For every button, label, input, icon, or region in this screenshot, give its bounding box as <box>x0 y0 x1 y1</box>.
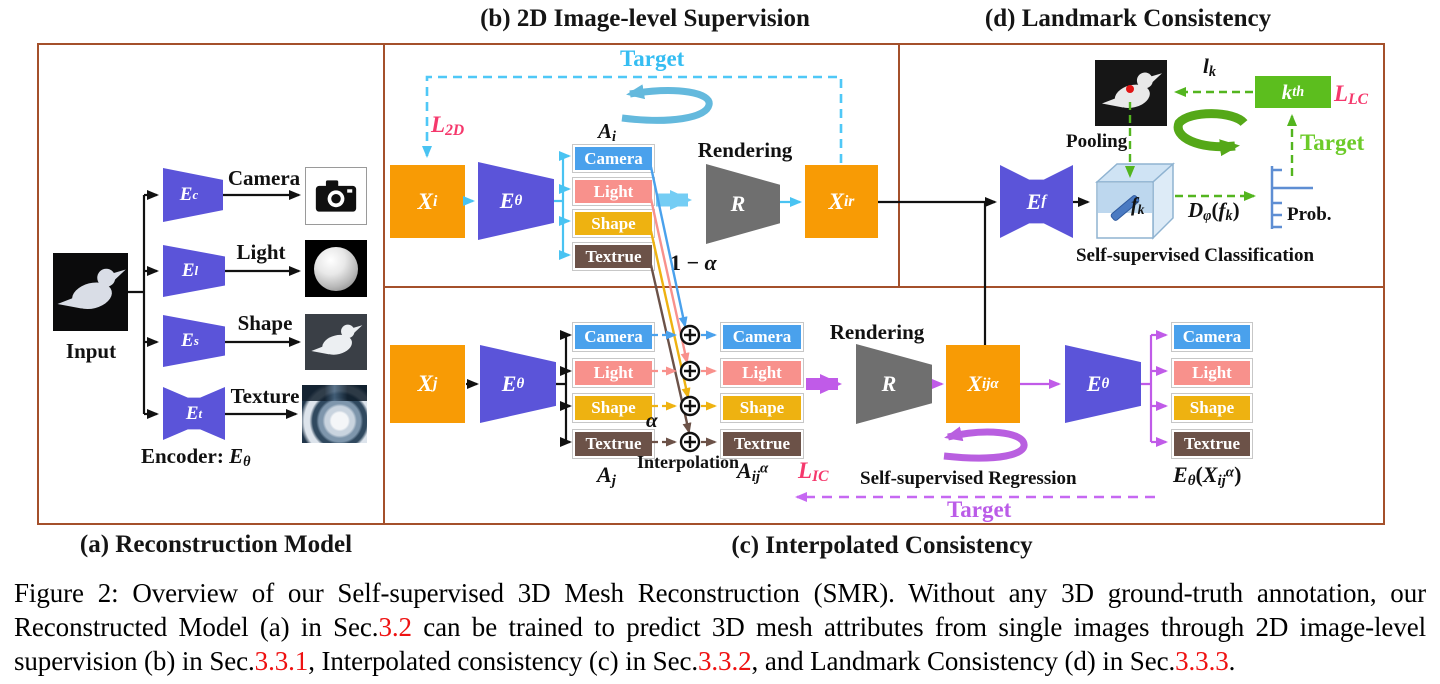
prob-label: Prob. <box>1287 204 1332 225</box>
figure-caption: Figure 2: Overview of our Self-supervise… <box>14 578 1426 676</box>
target-c-label: Target <box>947 497 1012 522</box>
loss-ic-label: LIC <box>798 458 829 486</box>
one-minus-alpha-label: 1 − α <box>670 250 717 275</box>
target-d-label: Target <box>1300 130 1365 155</box>
interpolation-label: Interpolation <box>637 452 740 472</box>
attr-aij-camera: Camera <box>721 323 803 351</box>
bird-icon <box>57 268 126 314</box>
light-row-label: Light <box>236 240 286 264</box>
input-label: Input <box>65 339 117 363</box>
attr-b-light: Light <box>573 178 654 205</box>
camera-row-label: Camera <box>227 166 301 190</box>
etheta-x-label: Eθ(Xijα) <box>1173 462 1242 490</box>
texture-row-label: Texture <box>230 384 300 408</box>
camera-output-image <box>305 167 367 225</box>
aj-label: Aj <box>597 462 616 490</box>
texture-output-image <box>302 385 367 443</box>
encoder-caption: Encoder: Eθ <box>141 444 251 471</box>
attr-out-camera: Camera <box>1172 323 1252 351</box>
texture-band <box>302 385 367 401</box>
rendering-b-label: Rendering <box>697 138 793 162</box>
feature-cube: fk <box>1093 160 1175 242</box>
panel-d-title: (d) Landmark Consistency <box>984 5 1272 32</box>
ai-label: Ai <box>598 119 616 146</box>
sphere-icon <box>314 247 358 291</box>
panel-b-title: (b) 2D Image-level Supervision <box>480 5 810 32</box>
loss-2d-label: L2D <box>431 112 465 140</box>
rendering-c-label: Rendering <box>829 320 925 344</box>
classification-label: Self-supervised Classification <box>1075 245 1315 266</box>
shape-row-label: Shape <box>237 311 293 335</box>
attr-b-camera: Camera <box>573 145 654 172</box>
attr-aj-textrue: Textrue <box>573 430 654 458</box>
attr-aij-textrue: Textrue <box>721 430 803 458</box>
panel-c-border <box>383 286 1385 525</box>
mesh-bird-icon <box>311 324 363 358</box>
loss-lc-label: LLC <box>1334 81 1369 109</box>
attr-aj-camera: Camera <box>573 323 654 351</box>
lk-label: lk <box>1203 54 1216 81</box>
dphi-label: Dφ(fk) <box>1188 198 1240 225</box>
fk-label: fk <box>1131 194 1145 217</box>
mesh-landmark-image <box>1095 60 1167 126</box>
panel-c-label: (c) Interpolated Consistency <box>731 532 1033 559</box>
panel-a-label: (a) Reconstruction Model <box>79 531 353 558</box>
target-b-label: Target <box>620 46 685 71</box>
attr-out-light: Light <box>1172 359 1252 387</box>
mesh-bird2-icon <box>1101 72 1163 112</box>
pooling-label: Pooling <box>1066 131 1128 152</box>
landmark-dot <box>1126 85 1134 93</box>
attr-aij-light: Light <box>721 359 803 387</box>
regression-label: Self-supervised Regression <box>860 468 1077 489</box>
attr-aij-shape: Shape <box>721 394 803 422</box>
alpha-label: α <box>646 408 658 432</box>
light-output-image <box>305 240 367 297</box>
shape-output-image <box>305 314 367 370</box>
aij-label: Aijα <box>737 458 769 486</box>
attr-aj-shape: Shape <box>573 394 654 422</box>
attr-out-shape: Shape <box>1172 394 1252 422</box>
attr-b-textrue: Textrue <box>573 243 654 270</box>
cube-icon <box>1095 162 1175 240</box>
attr-aj-light: Light <box>573 359 654 387</box>
input-bird-image <box>53 253 128 331</box>
attr-b-shape: Shape <box>573 210 654 237</box>
attr-out-textrue: Textrue <box>1172 430 1252 458</box>
camera-icon <box>315 180 357 212</box>
